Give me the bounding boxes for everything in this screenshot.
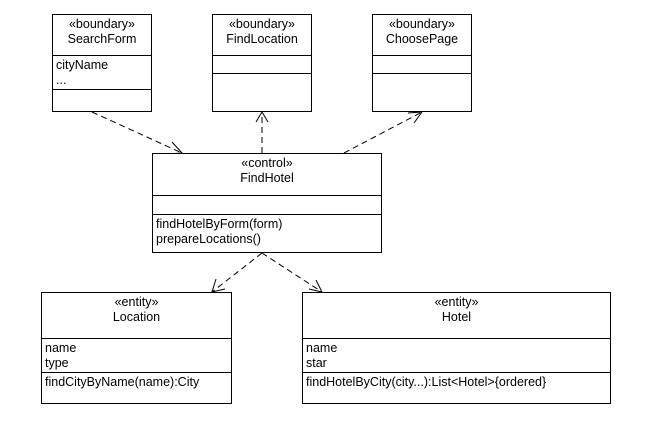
class-findhotel[interactable]: «control» FindHotel findHotelByForm(form… [152, 153, 382, 253]
attribute: name [45, 341, 77, 355]
class-name: FindHotel [240, 171, 294, 185]
attribute-compartment [213, 55, 311, 73]
operation: findHotelByForm(form) [156, 217, 283, 231]
class-header: «boundary» SearchForm [53, 15, 151, 55]
class-header: «boundary» FindLocation [213, 15, 311, 55]
operation-compartment: findHotelByForm(form) prepareLocations() [153, 214, 381, 254]
attribute: star [306, 356, 327, 370]
class-name: FindLocation [226, 32, 298, 46]
stereotype-label: «control» [241, 156, 293, 170]
attribute-compartment [373, 55, 471, 73]
operation: prepareLocations() [156, 232, 261, 246]
dependency-findhotel-to-findlocation [255, 111, 269, 153]
dependency-findhotel-to-location [211, 252, 263, 293]
arrowhead [407, 111, 424, 124]
attribute: type [45, 356, 69, 370]
class-name: Hotel [441, 310, 472, 324]
stereotype-label: «boundary» [68, 17, 136, 31]
operation-compartment: findCityByName(name):City [42, 372, 231, 405]
dependency-searchform-to-findhotel [91, 111, 184, 155]
attribute: ... [56, 73, 67, 87]
stereotype-label: «boundary» [228, 17, 296, 31]
stereotype-label: «entity» [434, 295, 479, 309]
operation: findHotelByCity(city...):List<Hotel>{ord… [306, 375, 547, 389]
operation-compartment: findHotelByCity(city...):List<Hotel>{ord… [303, 372, 610, 405]
class-header: «entity» Hotel [303, 293, 610, 338]
stereotype-label: «boundary» [388, 17, 456, 31]
attribute-compartment: name star [303, 338, 610, 372]
arrowhead [308, 279, 323, 293]
class-choosepage[interactable]: «boundary» ChoosePage [372, 14, 472, 112]
class-name: SearchForm [67, 32, 137, 46]
operation-compartment [213, 73, 311, 113]
attribute: cityName [56, 58, 109, 72]
class-name: Location [112, 310, 161, 324]
attribute-compartment: name type [42, 338, 231, 372]
stereotype-label: «entity» [114, 295, 159, 309]
class-hotel[interactable]: «entity» Hotel name star findHotelByCity… [302, 292, 611, 404]
arrowhead [255, 111, 269, 123]
operation-compartment [373, 73, 471, 113]
operation: findCityByName(name):City [45, 375, 200, 389]
attribute-compartment: cityName ... [53, 55, 151, 89]
class-findlocation[interactable]: «boundary» FindLocation [212, 14, 312, 112]
class-searchform[interactable]: «boundary» SearchForm cityName ... [52, 14, 152, 112]
class-location[interactable]: «entity» Location name type findCityByNa… [41, 292, 232, 404]
attribute-compartment [153, 195, 381, 214]
class-header: «entity» Location [42, 293, 231, 338]
class-header: «control» FindHotel [153, 154, 381, 195]
class-name: ChoosePage [385, 32, 459, 46]
operation-compartment [53, 89, 151, 113]
attribute: name [306, 341, 338, 355]
class-header: «boundary» ChoosePage [373, 15, 471, 55]
dependency-findhotel-to-hotel [261, 252, 323, 293]
dependency-findhotel-to-choosepage [343, 111, 424, 154]
